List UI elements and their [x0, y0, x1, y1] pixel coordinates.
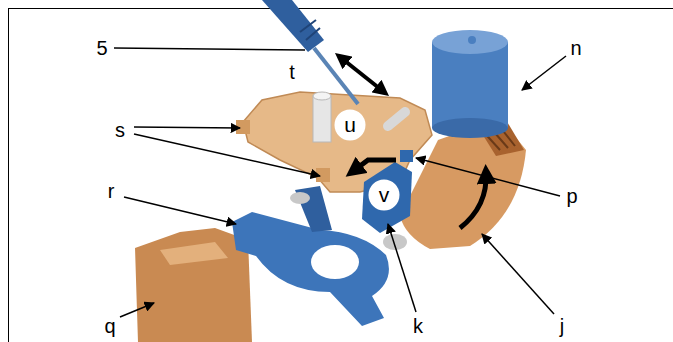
callout-label: s — [115, 119, 125, 141]
callout-label: t — [289, 61, 295, 83]
callout-label: n — [570, 37, 581, 59]
callout-letter: v — [368, 179, 400, 211]
block-k — [362, 162, 412, 233]
motor-top — [432, 30, 508, 54]
callout-label: j — [560, 315, 564, 337]
motor-base — [432, 118, 508, 138]
screwdriver-handle — [262, 0, 324, 52]
rotation-arrow — [460, 172, 486, 228]
circle-fill — [369, 180, 400, 211]
callout-letter: u — [334, 109, 366, 141]
leader-line — [482, 234, 554, 314]
part-q-face — [160, 242, 228, 265]
leader-line — [134, 127, 240, 128]
circle-fill — [335, 110, 366, 141]
leader-line — [416, 158, 560, 196]
fitting — [290, 192, 310, 204]
lever-r — [232, 212, 389, 326]
handle-grip — [300, 20, 320, 40]
pin — [313, 96, 331, 142]
leader-line — [124, 197, 236, 224]
pin-top — [313, 92, 331, 100]
move-arrow — [352, 160, 396, 172]
callout-label: p — [566, 185, 577, 207]
sector-j — [400, 118, 526, 249]
lever-hole — [311, 245, 359, 279]
callout-label: q — [104, 315, 115, 337]
callout-label: 5 — [96, 37, 107, 59]
tab — [236, 120, 250, 134]
callout-circle: v — [368, 179, 400, 211]
leader-line — [114, 48, 305, 50]
callout-label: r — [108, 180, 115, 202]
double-arrow — [340, 57, 384, 92]
motor-n — [432, 42, 508, 128]
stud — [388, 112, 405, 126]
screwdriver-shaft — [314, 48, 358, 104]
part-p — [400, 150, 413, 162]
leader-line — [134, 134, 320, 176]
leader-line — [522, 56, 566, 90]
leader-lines — [114, 48, 566, 317]
part-q — [135, 228, 252, 342]
leader-line — [120, 303, 154, 317]
callout-circle: u — [334, 109, 366, 141]
motor-shaft — [468, 36, 476, 44]
leader-line — [388, 224, 416, 312]
frame — [9, 9, 673, 342]
callout-label: k — [413, 315, 423, 337]
